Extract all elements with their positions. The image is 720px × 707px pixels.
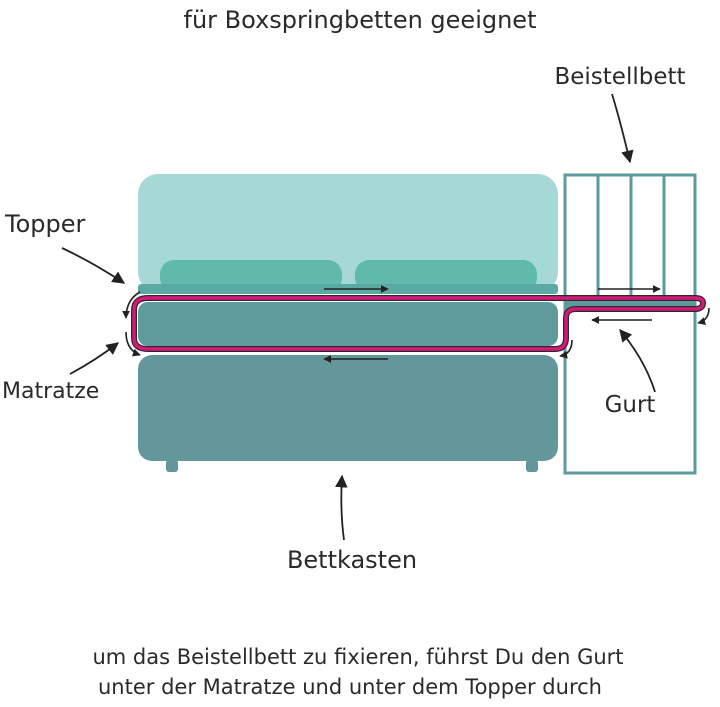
caption-line-2: unter der Matratze und unter dem Topper … — [98, 675, 602, 699]
strap-loop-pink — [132, 296, 705, 351]
label-topper: Topper — [4, 210, 86, 238]
direction-arrow-left-turn — [122, 291, 141, 319]
pointer-beistellbett — [611, 93, 634, 164]
pointer-bettkasten — [335, 474, 348, 541]
direction-arrow-crib-turn — [697, 307, 710, 325]
pointer-topper — [61, 247, 126, 284]
caption-line-1: um das Beistellbett zu fixieren, führst … — [92, 645, 623, 669]
label-matratze: Matratze — [2, 379, 99, 404]
side-crib — [563, 173, 697, 475]
pointer-gurt — [619, 329, 656, 393]
pointer-matratze — [69, 342, 119, 375]
mattress — [138, 302, 558, 346]
direction-arrow-right-turn — [559, 339, 573, 359]
label-beistellbett: Beistellbett — [554, 64, 685, 90]
diagram-title: für Boxspringbetten geeignet — [184, 6, 537, 34]
direction-arrow-left-return — [125, 331, 141, 357]
bed-foot-right — [526, 460, 538, 472]
label-bettkasten: Bettkasten — [287, 546, 417, 574]
bed-foot-left — [166, 460, 178, 472]
bed-box — [138, 355, 558, 461]
label-gurt: Gurt — [605, 392, 656, 418]
